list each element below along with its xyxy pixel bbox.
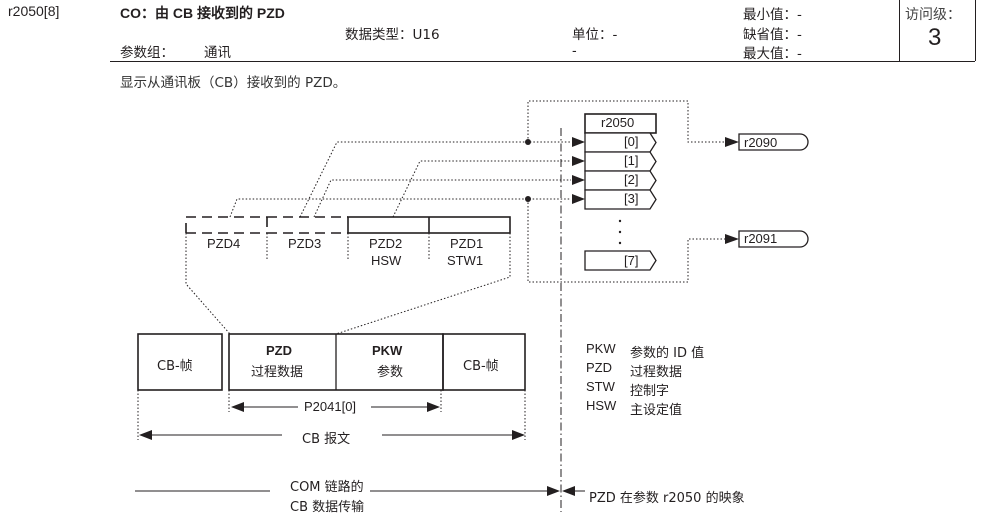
r2050-index-0: [0] bbox=[624, 134, 639, 149]
arrowhead-icon bbox=[725, 137, 739, 147]
pzd3-label: PZD3 bbox=[288, 236, 322, 251]
legend-abbr-pzd: PZD bbox=[586, 360, 612, 375]
transfer-line1: COM 链路的 bbox=[290, 480, 364, 495]
r2091-label: r2091 bbox=[744, 231, 778, 246]
r2050-title: r2050 bbox=[601, 115, 635, 130]
mapping-label: PZD 在参数 r2050 的映象 bbox=[589, 491, 745, 506]
r2050-index-box bbox=[584, 151, 657, 172]
arrowhead-icon bbox=[139, 430, 152, 440]
pzd-title: PZD bbox=[266, 343, 292, 358]
arrowhead-icon bbox=[427, 402, 440, 412]
default-value: 缺省值：- bbox=[743, 27, 802, 43]
data-type: 数据类型：U16 bbox=[345, 27, 440, 43]
arrowhead-icon bbox=[572, 156, 585, 166]
route-pzd4 bbox=[229, 198, 571, 218]
route-to-r2090 bbox=[527, 100, 725, 143]
legend-desc-hsw: 主设定值 bbox=[630, 403, 683, 418]
legend-desc-pzd: 过程数据 bbox=[630, 365, 683, 380]
access-level-box bbox=[899, 0, 976, 61]
arrowhead-icon bbox=[725, 234, 739, 244]
param-title: CO：由 CB 接收到的 PZD bbox=[120, 5, 285, 21]
unit-extra: - bbox=[572, 42, 577, 58]
min-value: 最小值：- bbox=[743, 7, 802, 23]
header-divider bbox=[110, 61, 975, 62]
cb-frame-left-box bbox=[137, 333, 223, 391]
arrowhead-icon bbox=[572, 137, 585, 147]
param-id: r2050[8] bbox=[8, 3, 60, 19]
cb-frame-right: CB-帧 bbox=[463, 359, 499, 374]
funnel-left bbox=[185, 233, 231, 335]
legend-abbr-pkw: PKW bbox=[586, 341, 616, 356]
route-pzd3 bbox=[313, 179, 571, 218]
r2090-box bbox=[738, 133, 809, 151]
arrowhead-icon bbox=[231, 402, 244, 412]
r2050-index-box bbox=[584, 250, 657, 271]
pzd2-sub: HSW bbox=[371, 253, 402, 268]
arrowhead-icon bbox=[562, 486, 575, 496]
p2041-label: P2041[0] bbox=[304, 399, 357, 414]
ellipsis-dot bbox=[618, 230, 622, 234]
transfer-line2: CB 数据传输 bbox=[290, 500, 365, 515]
route-to-r2091 bbox=[527, 199, 725, 283]
r2091-box bbox=[738, 230, 809, 248]
max-value: 最大值：- bbox=[743, 46, 802, 62]
pzd1-label: PZD1 bbox=[450, 236, 484, 251]
r2050-index-box bbox=[584, 189, 657, 210]
arrowhead-icon bbox=[572, 194, 585, 204]
legend-desc-stw: 控制字 bbox=[630, 384, 670, 399]
description: 显示从通讯板（CB）接收到的 PZD。 bbox=[120, 75, 347, 91]
unit: 单位：- bbox=[572, 27, 618, 43]
ellipsis-dot bbox=[618, 241, 622, 245]
funnel-right bbox=[335, 233, 511, 335]
arrowhead-icon bbox=[547, 486, 560, 496]
r2050-index-box bbox=[584, 170, 657, 191]
arrowhead-icon bbox=[572, 175, 585, 185]
pzd-slot-dashed bbox=[185, 216, 348, 234]
param-group-value: 通讯 bbox=[204, 45, 231, 61]
cb-message-label: CB 报文 bbox=[302, 432, 351, 447]
pzd2-label: PZD2 bbox=[369, 236, 403, 251]
pzd-sub: 过程数据 bbox=[251, 365, 304, 380]
legend-abbr-stw: STW bbox=[586, 379, 615, 394]
r2050-index-2: [2] bbox=[624, 172, 639, 187]
access-level-value: 3 bbox=[928, 24, 942, 51]
route-pzd2 bbox=[392, 160, 571, 218]
r2050-index-7: [7] bbox=[624, 253, 639, 268]
pkw-sub: 参数 bbox=[377, 365, 404, 380]
r2050-index-box bbox=[584, 132, 657, 153]
r2050-index-3: [3] bbox=[624, 191, 639, 206]
pzd4-label: PZD4 bbox=[207, 236, 241, 251]
ellipsis-dot bbox=[618, 219, 622, 223]
cb-frame-left: CB-帧 bbox=[157, 359, 193, 374]
param-group-label: 参数组： bbox=[120, 45, 174, 61]
pkw-title: PKW bbox=[372, 343, 403, 358]
r2050-index-1: [1] bbox=[624, 153, 639, 168]
access-level-label: 访问级： bbox=[905, 7, 961, 23]
pzd1-sub: STW1 bbox=[447, 253, 484, 268]
cb-frame-right-box bbox=[442, 333, 526, 391]
arrowhead-icon bbox=[512, 430, 525, 440]
legend-abbr-hsw: HSW bbox=[586, 398, 617, 413]
r2090-label: r2090 bbox=[744, 135, 778, 150]
legend-desc-pkw: 参数的 ID 值 bbox=[630, 346, 705, 361]
